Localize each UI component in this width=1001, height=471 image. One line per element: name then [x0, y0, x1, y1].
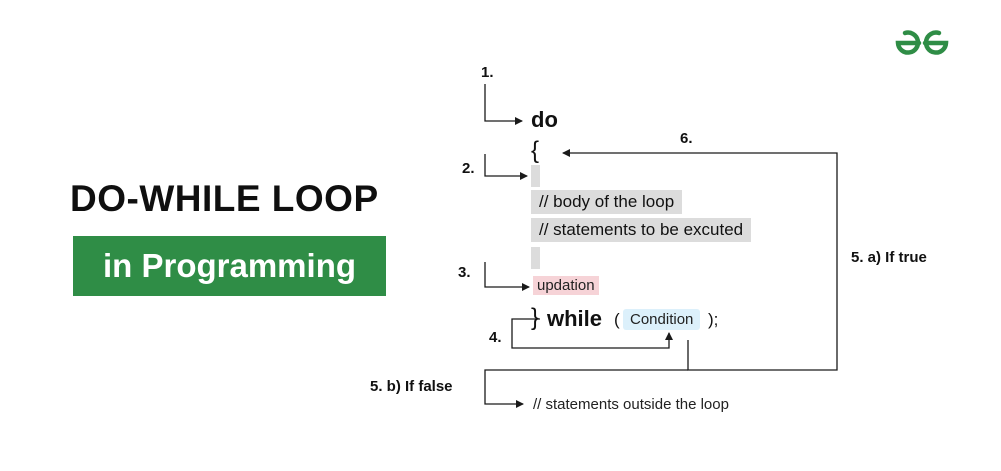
arrow-step-1: [484, 84, 523, 125]
subtitle-banner: in Programming: [73, 236, 386, 296]
geeksforgeeks-logo-icon: [895, 30, 949, 55]
step-5b-label: 5. b) If false: [370, 378, 453, 395]
arrow-step-5b-exit: [484, 369, 688, 408]
condition-box: Condition: [623, 309, 701, 330]
open-brace: {: [531, 137, 540, 164]
while-keyword: while: [547, 306, 603, 331]
body-line-2: // statements to be excuted: [531, 218, 752, 242]
step-2-label: 2.: [462, 160, 475, 177]
arrow-step-2: [484, 154, 528, 180]
body-line-1: // body of the loop: [531, 190, 683, 214]
body-highlight-bar: [531, 165, 540, 187]
outside-statement: // statements outside the loop: [533, 396, 729, 413]
step-1-label: 1.: [481, 64, 494, 81]
open-paren: (: [614, 310, 620, 329]
step-3-label: 3.: [458, 264, 471, 281]
arrow-step-3: [484, 262, 530, 291]
step-4-label: 4.: [489, 329, 502, 346]
do-keyword: do: [531, 107, 558, 132]
page-title: DO-WHILE LOOP: [70, 178, 379, 219]
close-paren: );: [708, 310, 719, 329]
subtitle-text: in Programming: [102, 247, 357, 284]
step-6-label: 6.: [680, 130, 693, 147]
body-highlight-bar-bottom: [531, 247, 540, 269]
arrow-step-4: [511, 318, 673, 349]
update-statement: updation: [533, 276, 599, 295]
step-5a-label: 5. a) If true: [851, 249, 927, 266]
arrow-step-5a-loop: [562, 149, 838, 371]
close-brace: }: [531, 304, 540, 331]
